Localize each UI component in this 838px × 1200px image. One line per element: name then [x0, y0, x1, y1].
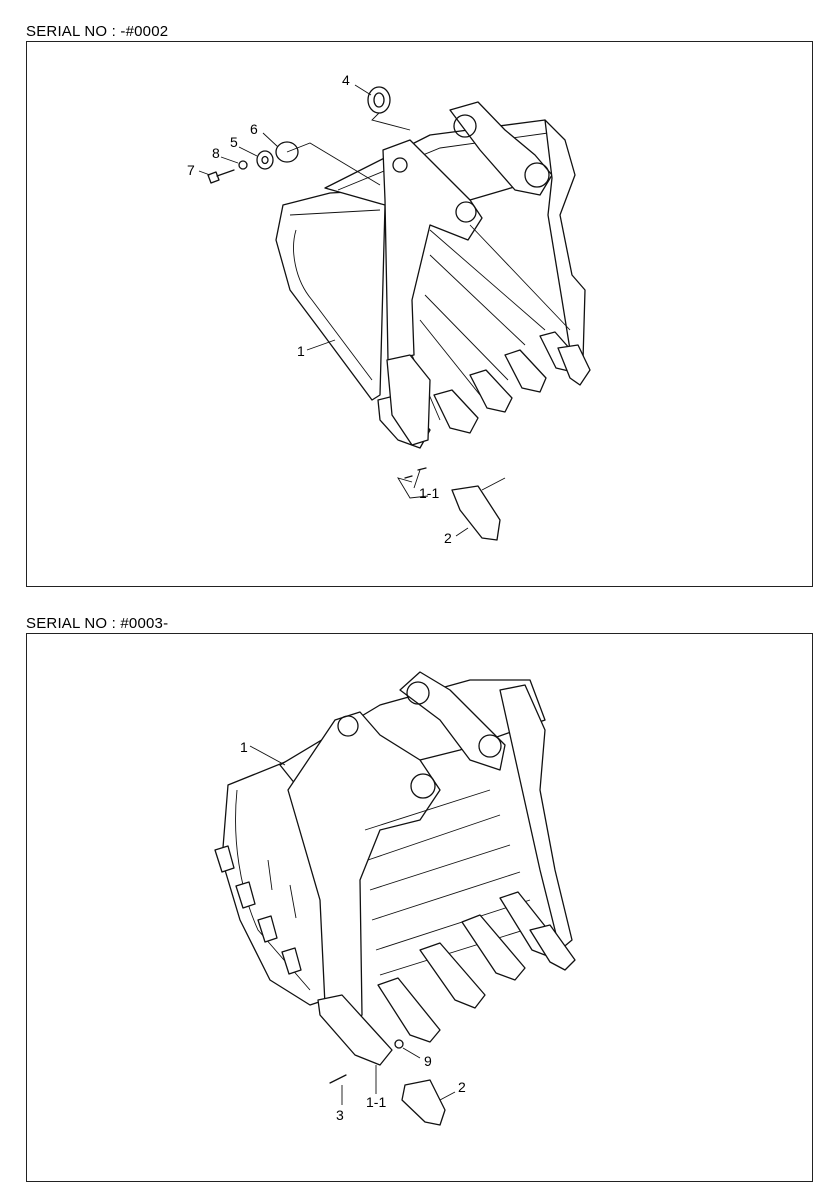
bucket-drawing-1 [198, 84, 591, 541]
callout-2: 2 [444, 530, 452, 546]
serial-number-label-2: SERIAL NO : #0003- [26, 615, 169, 632]
callout-1-panel2: 1 [240, 739, 248, 755]
callout-7: 7 [187, 162, 195, 178]
diagram-frame-1 [26, 41, 813, 587]
callout-1-1-panel2: 1-1 [366, 1094, 386, 1110]
callout-1-1: 1-1 [419, 485, 439, 501]
callout-2-panel2: 2 [458, 1079, 466, 1095]
callout-9: 9 [424, 1053, 432, 1069]
serial-number-label-1: SERIAL NO : -#0002 [26, 23, 169, 40]
callout-4: 4 [342, 72, 350, 88]
callout-6: 6 [250, 121, 258, 137]
callout-5: 5 [230, 134, 238, 150]
callout-8: 8 [212, 145, 220, 161]
bucket-drawing-2 [214, 671, 576, 1126]
callout-3: 3 [336, 1107, 344, 1123]
callout-1: 1 [297, 343, 305, 359]
